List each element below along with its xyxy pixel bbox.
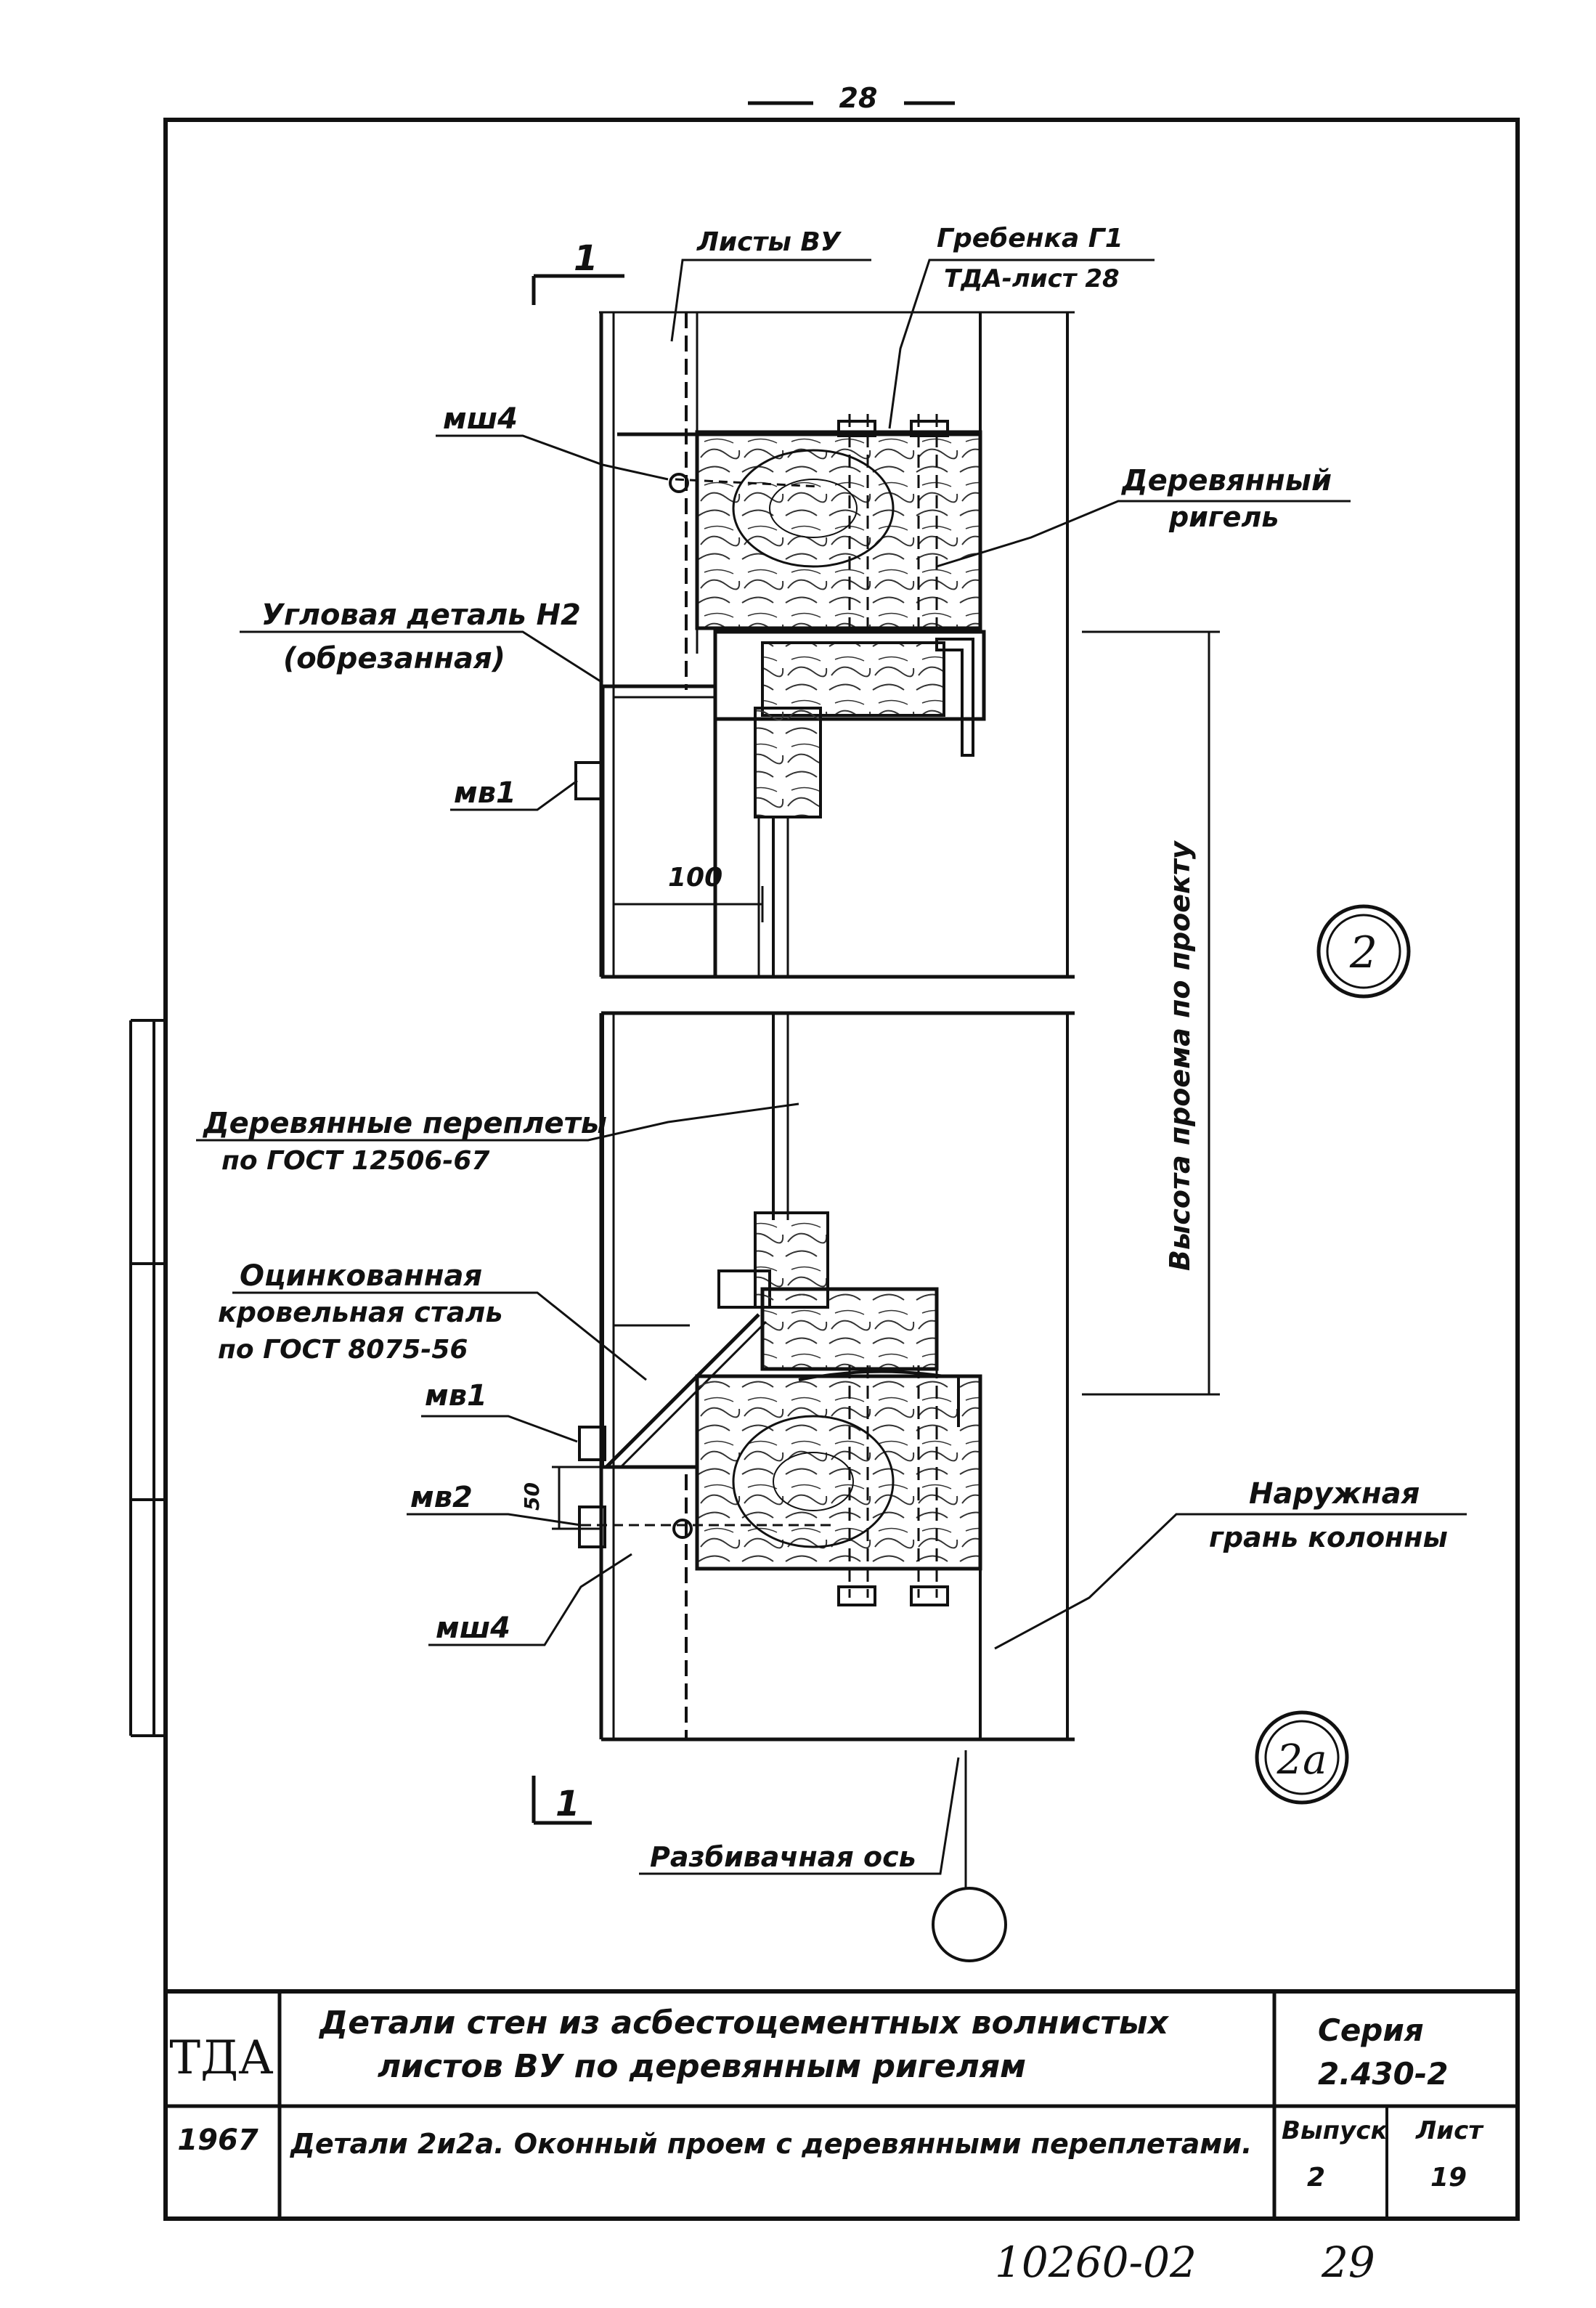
window-lower [601, 1013, 939, 1469]
label-layout-axis: Разбивачная ось [650, 1841, 916, 1873]
title-line-2: листов ВУ по деревянным ригелям [378, 2048, 1026, 2085]
label-steel-1: Оцинкованная [240, 1259, 482, 1293]
top-girder [617, 414, 982, 632]
archive-number: 10260-02 [995, 2238, 1197, 2287]
label-corner-detail-1: Угловая деталь Н2 [261, 598, 581, 632]
detail-2a-circle [1255, 1710, 1349, 1805]
label-tda-sheet28: ТДА-лист 28 [944, 264, 1120, 293]
label-corner-detail-2: (обрезанная) [283, 642, 505, 675]
label-sheets-vu: Листы ВУ [696, 227, 842, 257]
section-mark-bottom-label: 1 [555, 1784, 579, 1824]
label-frames-2: по ГОСТ 12506-67 [221, 1146, 489, 1176]
label-wooden-girder-1: Деревянный [1120, 464, 1332, 497]
axis-circle [932, 1887, 1007, 1962]
issue-value: 2 [1307, 2163, 1325, 2193]
sheet-value: 19 [1430, 2163, 1467, 2193]
section-mark-bottom [532, 1776, 592, 1825]
label-msh4-bottom: мш4 [436, 1612, 510, 1645]
label-mv1-top: мв1 [454, 776, 516, 810]
sheet-frame [163, 118, 1520, 2221]
label-comb-g1: Гребенка Г1 [937, 224, 1123, 253]
label-steel-3: по ГОСТ 8075-56 [218, 1335, 468, 1365]
opening-height-dimension [1082, 630, 1220, 1396]
label-outer-face-2: грань колонны [1209, 1521, 1448, 1553]
page-number-text: 28 [839, 82, 878, 114]
window-upper [574, 630, 986, 979]
label-steel-2: кровельная сталь [218, 1296, 502, 1328]
label-dim-100: 100 [668, 863, 722, 893]
leader-lines [196, 259, 1467, 1888]
label-frames-1: Деревянные переплеты [202, 1107, 607, 1140]
bottom-girder [552, 1365, 982, 1606]
series-value: 2.430-2 [1318, 2056, 1449, 2092]
detail-2a-label: 2а [1276, 1736, 1327, 1784]
binding-strip [129, 1019, 166, 1737]
title-block [166, 1989, 1518, 2219]
page-number: 28 [748, 82, 955, 114]
title-line-1: Детали стен из асбестоцементных волнисты… [318, 2004, 1170, 2041]
label-wooden-girder-2: ригель [1168, 501, 1279, 533]
issue-label: Выпуск [1282, 2116, 1388, 2145]
label-mv1-bottom: мв1 [425, 1379, 487, 1413]
section-mark-top-label: 1 [574, 238, 598, 279]
label-mv2: мв2 [410, 1481, 473, 1514]
section-mark-top [532, 274, 624, 305]
detail-2-label: 2 [1349, 927, 1377, 978]
detail-2-circle [1316, 904, 1411, 999]
label-msh4-top: мш4 [443, 402, 518, 436]
year: 1967 [177, 2124, 258, 2157]
opening-height-label: Высота проема по проекту [1164, 840, 1196, 1271]
stamp-page: 29 [1321, 2238, 1375, 2287]
series-label: Серия [1318, 2012, 1424, 2048]
label-outer-face-1: Наружная [1249, 1477, 1420, 1511]
sheet-title: Детали 2и2а. Оконный проем с деревянными… [290, 2128, 1252, 2160]
sheet-label: Лист [1415, 2116, 1484, 2145]
label-dim-50: 50 [520, 1482, 544, 1511]
title-org: ТДА [169, 2031, 273, 2085]
